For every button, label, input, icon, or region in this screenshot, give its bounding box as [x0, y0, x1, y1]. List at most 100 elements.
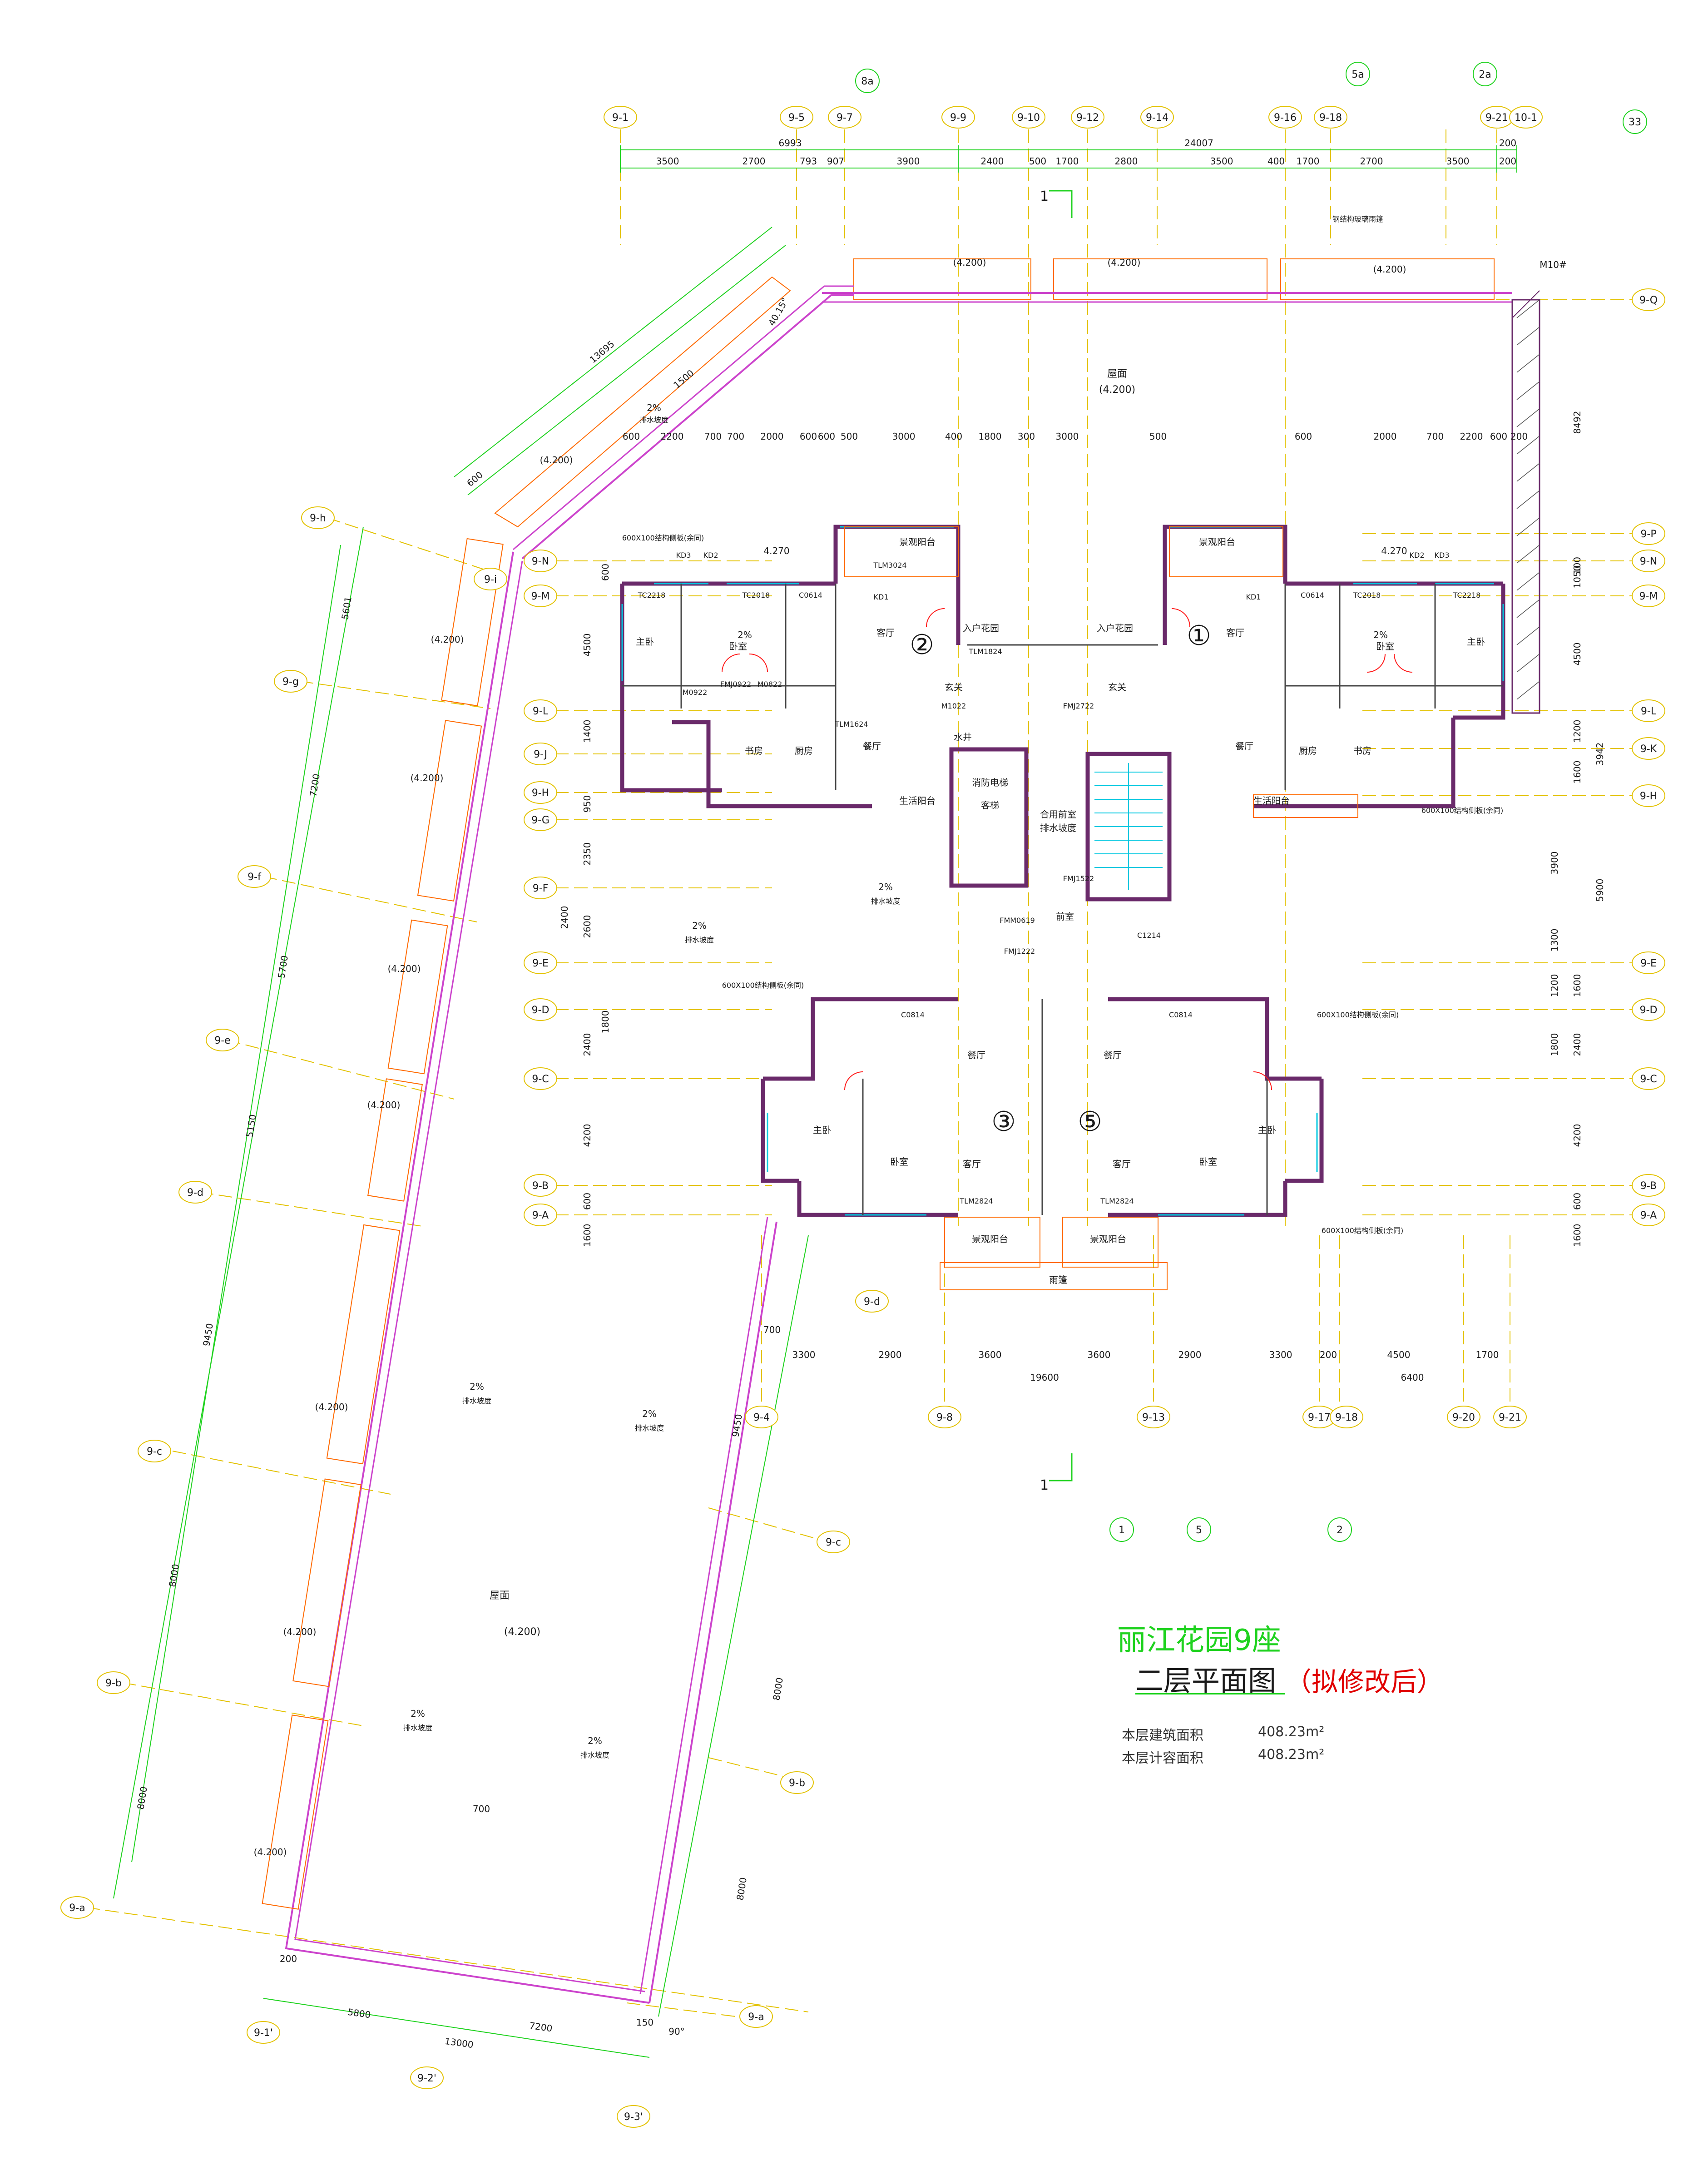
axis-wing-rd: 9-d	[864, 1296, 880, 1308]
room-bed-l: 卧室	[729, 641, 747, 652]
right-dimension-labels: 8492 100 1050 4500 1200 1600 3942 5900 3…	[1549, 411, 1605, 1247]
room-water-well: 水井	[954, 732, 972, 743]
axis-right-7: 9-H	[1640, 791, 1657, 802]
wdim-18: 8000	[771, 1677, 785, 1701]
dim-seg-13: 2700	[1360, 156, 1383, 167]
dim-seg-2: 2700	[743, 156, 766, 167]
room-kitchen-r: 厨房	[1299, 745, 1317, 756]
room-fire-room-r: 2%	[1373, 629, 1388, 640]
ldim-1: 600	[600, 564, 611, 581]
room-balcony-r: 生活阳台	[1253, 795, 1290, 806]
slope-2: 2%	[470, 1381, 484, 1392]
tag-tc2218-r: TC2218	[1453, 591, 1481, 600]
steel-canopy-note: 钢结构玻璃雨篷	[1332, 215, 1383, 223]
tag-m0922-l: M0922	[683, 688, 708, 697]
rdim-5: 1200	[1572, 720, 1583, 743]
wdim-19: 8000	[734, 1877, 749, 1901]
unit-5-label: ⑤	[1078, 1106, 1102, 1138]
axis-top-11: 10-1	[1515, 112, 1537, 124]
room-living-3: 客厅	[963, 1159, 981, 1169]
ldim-7: 2600	[582, 915, 593, 938]
axis-wing-1p: 9-1'	[254, 2027, 273, 2039]
wall-note: M10#	[1540, 259, 1566, 270]
dim-top-2: 24007	[1184, 138, 1213, 149]
ref-top-3: 2a	[1479, 69, 1491, 80]
axis-wing-rb: 9-b	[789, 1778, 805, 1789]
tag-kd2-l: KD2	[703, 551, 718, 560]
axis-right-3: 9-N	[1640, 556, 1657, 567]
slope-3: 2%	[642, 1408, 657, 1419]
area-value-2: 408.23m²	[1258, 1747, 1325, 1763]
room-view-balcony-l: 景观阳台	[899, 536, 936, 547]
slope-text-6: 排水坡度	[871, 897, 900, 906]
axis-left-2: 9-M	[531, 591, 550, 602]
rdim-14: 2400	[1572, 1033, 1583, 1056]
dim-mid-10: 400	[945, 431, 962, 442]
axis-lines	[536, 129, 1653, 1408]
title-underline	[1135, 1693, 1285, 1694]
wdim-1: 5601	[339, 596, 354, 620]
axis-top-3: 9-7	[837, 112, 853, 124]
eave-level-wing-2: (4.200)	[411, 773, 444, 783]
roof-label-top: 屋面	[1107, 368, 1127, 380]
wdim-5: 9450	[201, 1323, 215, 1347]
slope-text-3: 排水坡度	[635, 1424, 664, 1432]
wdim-14: 13000	[444, 2036, 474, 2051]
roof-level-wing: (4.200)	[504, 1626, 540, 1638]
room-foyer-r: 玄关	[1108, 682, 1126, 693]
axis-right-5: 9-L	[1641, 706, 1657, 717]
room-study-r: 书房	[1353, 745, 1371, 756]
dim-bot-9: 4500	[1387, 1349, 1411, 1360]
tag-tc2018-r: TC2018	[1353, 591, 1381, 600]
slope-4: 2%	[411, 1708, 425, 1719]
section-mark-bottom: 1	[1040, 1477, 1049, 1493]
ldim-3: 1400	[582, 720, 593, 743]
tag-c0814-3: C0814	[901, 1011, 925, 1019]
axis-top-8: 9-16	[1274, 112, 1297, 124]
tag-kd1-l: KD1	[874, 593, 889, 601]
wdim-16: 90°	[668, 2026, 684, 2037]
tag-tlm3024-l: TLM3024	[873, 561, 906, 570]
rdim-1: 8492	[1572, 411, 1583, 434]
top-axis-bubbles: 9-1 9-5 9-7 9-9 9-10 9-12 9-14 9-16 9-18…	[604, 106, 1543, 129]
axis-wing-d: 9-d	[187, 1187, 203, 1199]
dim-seg-8: 1700	[1056, 156, 1079, 167]
dim-mid-5: 2000	[761, 431, 784, 442]
room-fire-room-l: 2%	[738, 629, 752, 640]
axis-wing-f: 9-f	[248, 872, 262, 883]
unit-1-label: ①	[1187, 620, 1211, 652]
tag-c0814-5: C0814	[1169, 1011, 1193, 1019]
dim-seg-1: 3500	[656, 156, 679, 167]
wdim-6: 8000	[167, 1563, 181, 1588]
slope-text-5: 排水坡度	[580, 1751, 609, 1759]
tag-board-4: 600X100结构侧板(余同)	[1317, 1011, 1399, 1019]
rdim-6: 1600	[1572, 761, 1583, 784]
eave-level-wing-1: (4.200)	[431, 634, 464, 645]
wdim-15: 150	[636, 2017, 653, 2028]
section-mark-top: 1	[1040, 188, 1049, 204]
room-bed-3: 卧室	[890, 1156, 908, 1167]
wdim-3: 5700	[276, 955, 290, 979]
rdim-9: 3900	[1549, 852, 1560, 875]
dim-bot-8: 200	[1320, 1349, 1337, 1360]
ldim-12: 1600	[582, 1224, 593, 1247]
tag-tlm1624-l: TLM1624	[834, 720, 868, 728]
ref-top-1: 8a	[861, 76, 873, 87]
balconies	[844, 526, 1358, 1290]
dim-mid-17: 700	[1426, 431, 1444, 442]
wdim-4: 5150	[244, 1114, 258, 1138]
tag-tlm1824-l: TLM1824	[968, 647, 1002, 656]
dim-seg-14: 3500	[1446, 156, 1470, 167]
room-dining-r: 餐厅	[1235, 741, 1253, 752]
eave-level-wing-6: (4.200)	[283, 1626, 317, 1637]
tag-board-3: 600X100结构侧板(余同)	[722, 981, 804, 990]
eave-level-wing-5: (4.200)	[315, 1402, 348, 1412]
room-master-5: 主卧	[1258, 1125, 1276, 1135]
area-value-1: 408.23m²	[1258, 1724, 1325, 1740]
area-label-2: 本层计容面积	[1122, 1750, 1203, 1766]
dim-seg-10: 3500	[1210, 156, 1233, 167]
wing-dimension-labels: 5601 7200 5700 5150 9450 8000 8000 13695…	[135, 296, 791, 2050]
axis-wing-2p: 9-2'	[417, 2073, 436, 2084]
dim-bot-7: 3300	[1269, 1349, 1292, 1360]
partitions	[622, 584, 1503, 1215]
